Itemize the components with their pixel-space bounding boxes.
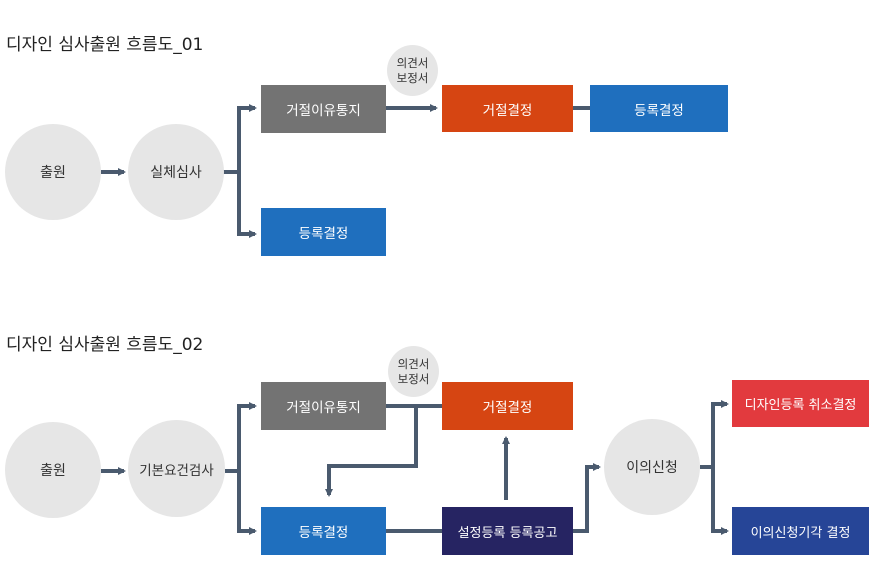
flow2-reject-box: 거절결정 (442, 382, 573, 430)
f2-objection-branch-down (711, 467, 729, 535)
flow2-opinion-line1: 의견서 (397, 356, 430, 371)
flow1-reject-box: 거절결정 (442, 85, 573, 132)
flow2-dismiss-box: 이의신청기각 결정 (732, 507, 869, 555)
f1-exam-branch-down (237, 172, 257, 238)
flow2-register-box: 등록결정 (261, 507, 386, 555)
flow2-objection-node: 이의신청 (604, 419, 700, 515)
flow1-apply-node: 출원 (5, 124, 101, 220)
f2-notice-to-register-arrow (325, 406, 418, 497)
flow1-opinion-line2: 보정서 (396, 70, 429, 85)
f1-exam-branch (218, 104, 257, 174)
flow2-opinion-line2: 보정서 (397, 371, 430, 386)
flow1-register-after-box: 등록결정 (590, 85, 728, 132)
f2-exam-branch-down (237, 471, 257, 535)
flow1-opinion-line1: 의견서 (396, 55, 429, 70)
flow1-register-box: 등록결정 (261, 208, 386, 256)
flow1-notice-box: 거절이유통지 (261, 85, 386, 133)
flow2-apply-node: 출원 (5, 422, 101, 518)
flow2-opinion-note: 의견서 보정서 (388, 346, 439, 397)
flow2-setup-box: 설정등록 등록공고 (442, 507, 573, 555)
f2-setup-to-objection-arrow (573, 463, 601, 533)
flow1-exam-node: 실체심사 (128, 124, 224, 220)
f2-objection-branch (700, 400, 729, 469)
flow1-title: 디자인 심사출원 흐름도_01 (6, 35, 204, 55)
flow2-notice-box: 거절이유통지 (261, 382, 386, 430)
flow2-cancel-box: 디자인등록 취소결정 (732, 380, 869, 427)
flow2-exam-node: 기본요건검사 (128, 420, 225, 517)
flow2-title: 디자인 심사출원 흐름도_02 (6, 335, 204, 355)
f2-exam-branch (225, 402, 257, 473)
flow1-opinion-note: 의견서 보정서 (387, 45, 438, 96)
